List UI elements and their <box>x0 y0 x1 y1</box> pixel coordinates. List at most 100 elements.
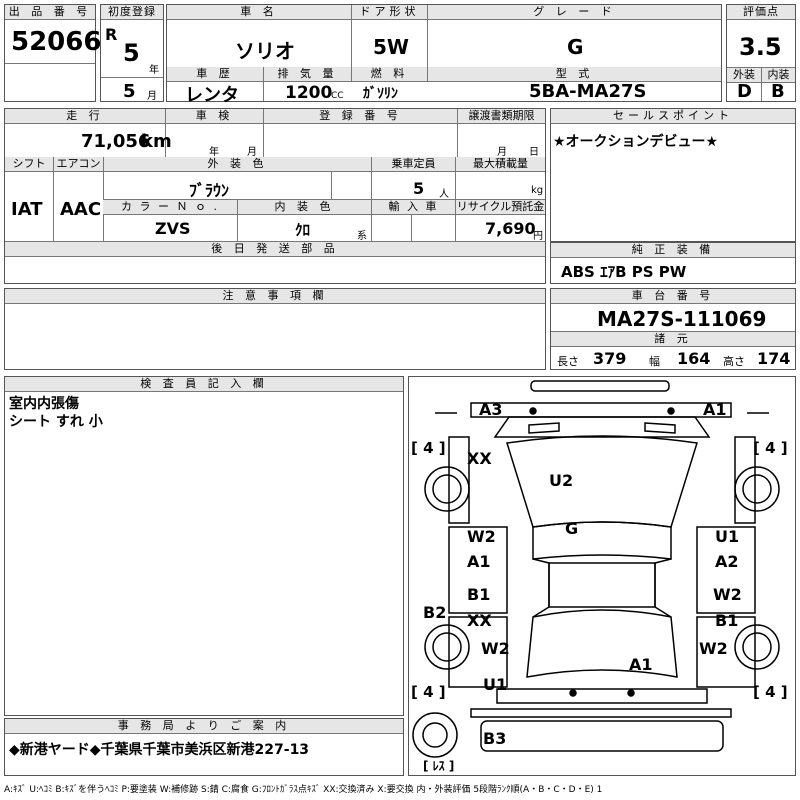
mark-a1-top: A1 <box>703 400 727 419</box>
mark-u2: U2 <box>549 471 574 490</box>
chassis-box: 車 台 番 号 MA27S-111069 諸 元 長さ 379 幅 164 高さ… <box>550 288 796 370</box>
model-label: 型 式 <box>427 67 721 82</box>
import-label: 輸 入 車 <box>371 200 455 215</box>
inspection-month-unit: 月 <box>247 147 257 158</box>
mark-u1-right: U1 <box>715 527 740 546</box>
year-unit: 年 <box>149 65 159 76</box>
equipment: ABS ｴｱB PS PW <box>561 263 687 281</box>
grade: G <box>567 35 584 59</box>
height: 174 <box>757 349 791 368</box>
spare-tire: [ ﾚｽ ] <box>423 759 455 773</box>
mark-u1-left: U1 <box>483 675 508 694</box>
score: 3.5 <box>739 33 782 61</box>
interior-color: ｸﾛ <box>295 221 311 239</box>
mileage-unit: km <box>141 131 172 152</box>
shift: IAT <box>11 199 43 220</box>
mark-b2: B2 <box>423 603 447 622</box>
equipment-box: 純 正 装 備 ABS ｴｱB PS PW <box>550 242 796 284</box>
fuel: ｶﾞｿﾘﾝ <box>363 86 398 102</box>
office-label: 事 務 局 よ り ご 案 内 <box>5 719 403 734</box>
inspection-year-unit: 年 <box>209 147 219 158</box>
ac: AAC <box>60 199 102 220</box>
later-parts-label: 後 日 発 送 部 品 <box>5 242 545 257</box>
lot-number: 52066 <box>11 27 102 57</box>
inspector-box: 検 査 員 記 入 欄 室内内張傷 シート すれ 小 <box>4 376 404 716</box>
displacement: 1200 <box>285 83 333 103</box>
score-label: 評価点 <box>727 5 795 20</box>
inspector-note-2: シート すれ 小 <box>9 414 103 430</box>
car-history: レンタ <box>185 85 239 106</box>
chassis-number: MA27S-111069 <box>597 307 767 331</box>
lot-label: 出 品 番 号 <box>5 5 95 20</box>
mark-a3: A3 <box>479 400 503 419</box>
office-note: ◆新港ヤード◆千葉県千葉市美浜区新港227-13 <box>9 742 310 758</box>
width: 164 <box>677 349 711 368</box>
sales-point: ★オークションデビュー★ <box>553 134 719 150</box>
era: R <box>105 25 118 44</box>
load-unit: kg <box>531 185 544 196</box>
exterior-color: ﾌﾞﾗｳﾝ <box>189 181 230 200</box>
color-label: 外 装 色 <box>103 157 371 172</box>
exterior-score: D <box>737 81 752 102</box>
tire-rear-left: [ 4 ] <box>411 683 446 701</box>
mark-w2-left: W2 <box>467 527 496 546</box>
transfer-day-unit: 日 <box>529 147 539 158</box>
legend: A:ｷｽﾞ U:ﾍｺﾐ B:ｷｽﾞを伴うﾍｺﾐ P:要塗装 W:補修跡 S:錆 … <box>4 785 603 795</box>
mark-g: G <box>565 519 579 538</box>
load-label: 最大積載量 <box>455 157 545 172</box>
equipment-label: 純 正 装 備 <box>551 243 795 258</box>
recycle-unit: 円 <box>533 231 543 242</box>
office-box: 事 務 局 よ り ご 案 内 ◆新港ヤード◆千葉県千葉市美浜区新港227-13 <box>4 718 404 776</box>
chassis-label: 車 台 番 号 <box>551 289 795 304</box>
interior-label: 内装 <box>761 67 795 83</box>
car-diagram: A3 A1 XX U2 G W2 A1 U1 A2 B1 XX W2 B1 B2… <box>408 376 796 776</box>
first-registration-label: 初度登録 <box>101 5 163 20</box>
name-label: 車 名 <box>167 5 351 20</box>
mark-a1-left: A1 <box>467 552 491 571</box>
vehicle-detail-box: 走 行 車 検 登 録 番 号 譲渡書類期限 71,056 km 年 月 月 日… <box>4 108 546 284</box>
capacity: 5 <box>413 179 425 198</box>
plate-label: 登 録 番 号 <box>263 109 457 124</box>
tire-rear-right: [ 4 ] <box>753 683 788 701</box>
history-label: 車 歴 <box>167 67 263 82</box>
door-type: 5W <box>373 35 409 59</box>
specs-label: 諸 元 <box>551 331 795 347</box>
ac-label: エアコン <box>53 157 103 172</box>
mark-a2-right: A2 <box>715 552 739 571</box>
mark-b3: B3 <box>483 729 507 748</box>
sales-point-box: セールスポイント ★オークションデビュー★ <box>550 108 796 242</box>
length: 379 <box>593 349 627 368</box>
exterior-label: 外装 <box>727 67 761 83</box>
interior-color-unit: 系 <box>357 231 367 242</box>
car-info-box: 車 名 ドア形状 グ レ ー ド ソリオ 5W G 車 歴 排 気 量 燃 料 … <box>166 4 722 106</box>
inspector-note-1: 室内内張傷 <box>9 396 79 412</box>
inspection-label: 車 検 <box>165 109 263 124</box>
inspector-label: 検 査 員 記 入 欄 <box>5 377 403 392</box>
mark-xx-top-left: XX <box>467 449 492 468</box>
shift-label: シフト <box>5 157 53 172</box>
transfer-label: 譲渡書類期限 <box>457 109 545 124</box>
tire-front-right: [ 4 ] <box>753 439 788 457</box>
mark-a1-center: A1 <box>629 655 653 674</box>
score-box: 評価点 3.5 外装 内装 D B <box>726 4 796 102</box>
mark-b1-left: B1 <box>467 585 491 604</box>
height-label: 高さ <box>723 355 745 368</box>
tire-front-left: [ 4 ] <box>411 439 446 457</box>
notes-label: 注 意 事 項 欄 <box>5 289 545 304</box>
first-registration-box: 初度登録 R 5 年 5 月 <box>100 4 164 102</box>
recycle-label: リサイクル預託金 <box>455 200 545 215</box>
door-label: ドア形状 <box>351 5 427 20</box>
color-no-label: カ ラ ー Ｎ ｏ . <box>103 200 237 215</box>
transfer-month-unit: 月 <box>497 147 507 158</box>
interior-score: B <box>771 81 785 102</box>
displacement-label: 排 気 量 <box>263 67 351 82</box>
car-outline <box>412 380 780 758</box>
reg-month: 5 <box>123 81 136 102</box>
recycle-fee: 7,690 <box>485 219 536 238</box>
grade-label: グ レ ー ド <box>427 5 721 20</box>
mileage: 71,056 <box>81 131 151 152</box>
displacement-unit: CC <box>331 91 344 101</box>
lot-box: 出 品 番 号 52066 <box>4 4 101 102</box>
interior-color-label: 内 装 色 <box>237 200 371 215</box>
capacity-label: 乗車定員 <box>371 157 455 172</box>
